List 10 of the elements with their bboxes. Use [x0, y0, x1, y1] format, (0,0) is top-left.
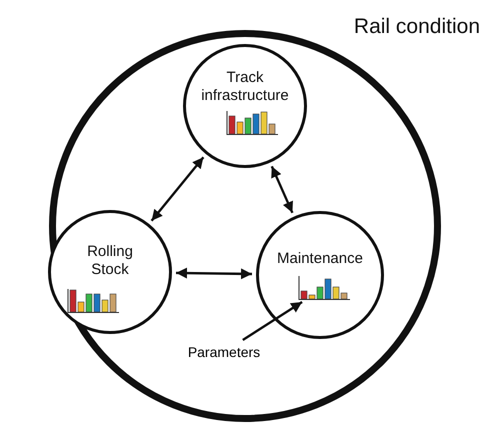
bar-chart-icon: [298, 276, 350, 300]
arrow: [242, 301, 303, 341]
double-arrow: [270, 166, 294, 214]
node-label: Rolling Stock: [86, 243, 134, 279]
double-arrow: [150, 156, 204, 222]
double-arrow: [176, 268, 252, 280]
heading: Rail condition: [352, 15, 480, 39]
node-label: Track infrastructure: [200, 69, 290, 105]
node-label: Parameters: [180, 342, 268, 362]
node-label: Maintenance: [276, 250, 364, 268]
